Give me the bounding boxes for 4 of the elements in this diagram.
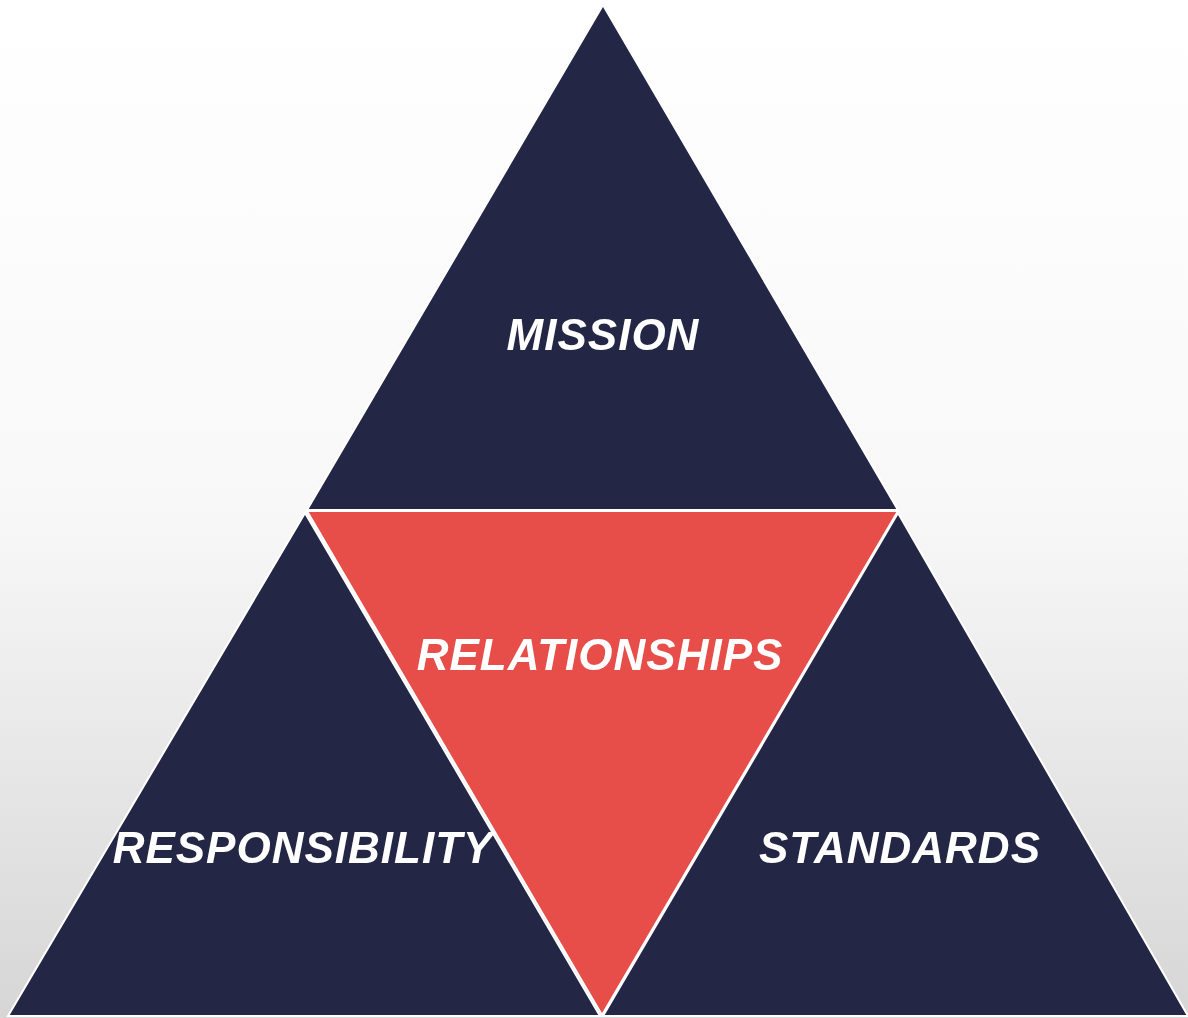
segment-label: RESPONSIBILITY — [112, 823, 494, 873]
segment-label: RELATIONSHIPS — [416, 630, 784, 680]
segment-label: MISSION — [506, 310, 700, 360]
segment-label: STANDARDS — [759, 823, 1041, 873]
